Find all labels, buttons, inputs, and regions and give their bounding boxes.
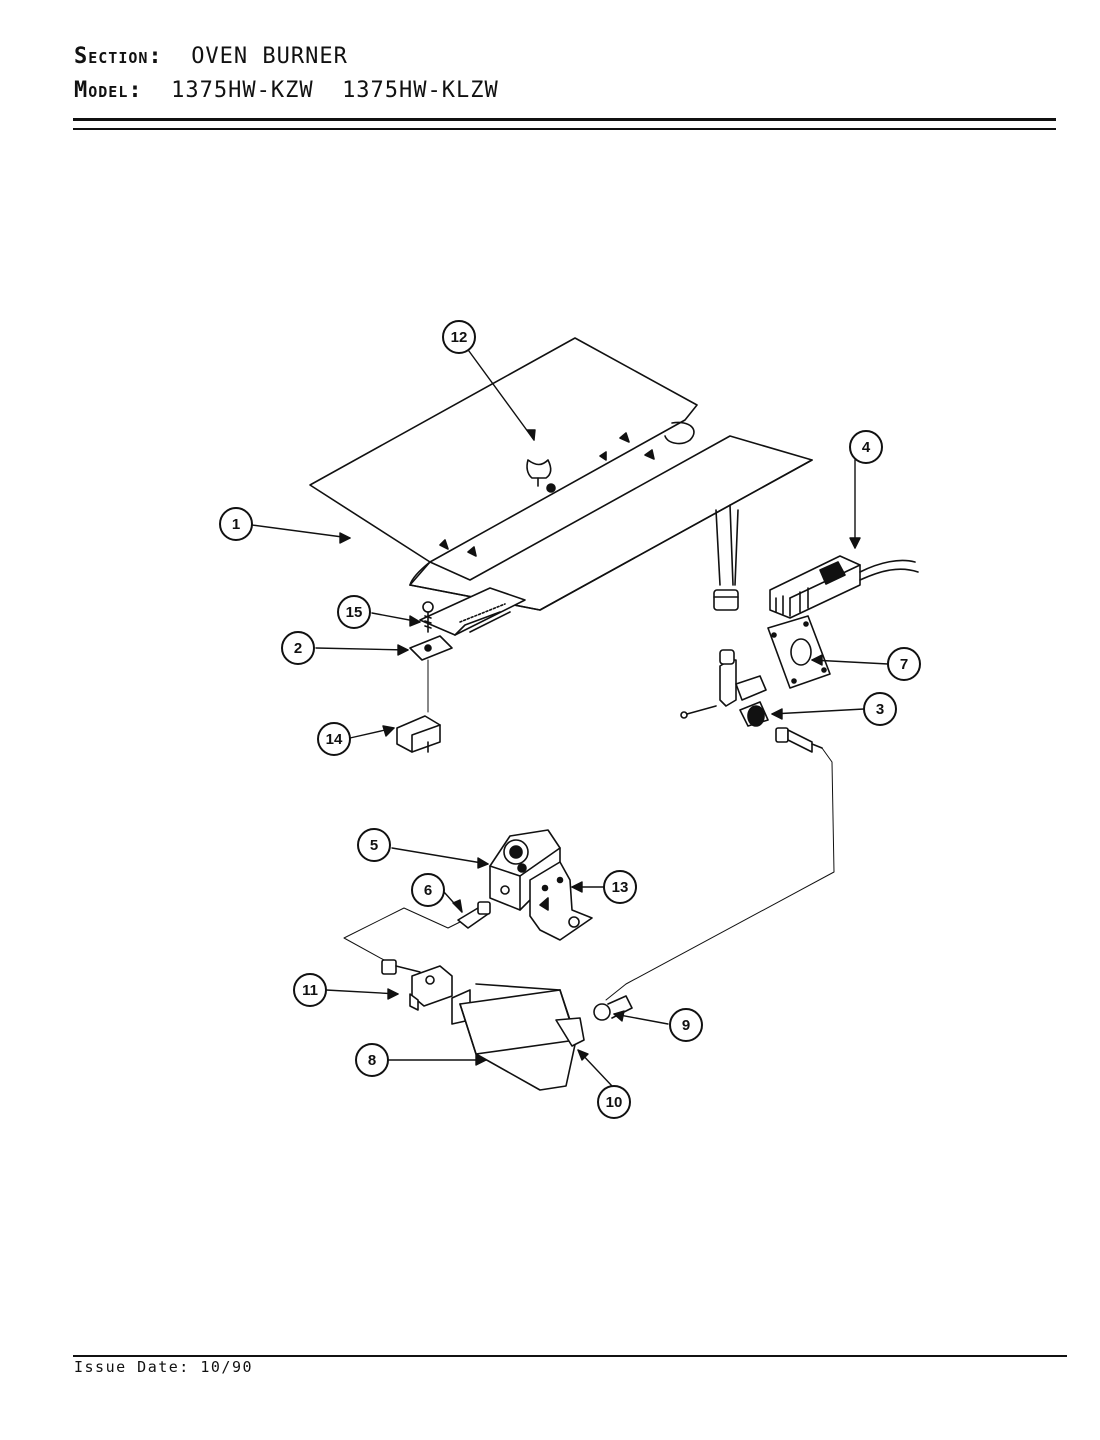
burner-clip-part bbox=[396, 659, 441, 753]
callout-14: 14 bbox=[317, 722, 351, 756]
callout-6-number: 6 bbox=[424, 882, 432, 899]
model-heading: Model: 1375HW-KZW 1375HW-KLZW bbox=[74, 78, 499, 103]
model-value: 1375HW-KZW 1375HW-KLZW bbox=[171, 78, 499, 103]
callout-9-number: 9 bbox=[682, 1017, 690, 1034]
callout-14-number: 14 bbox=[326, 731, 343, 748]
callout-8: 8 bbox=[355, 1043, 389, 1077]
issue-date-value: 10/90 bbox=[200, 1358, 254, 1376]
footer-rule bbox=[73, 1355, 1067, 1357]
callout-11-number: 11 bbox=[302, 982, 318, 999]
callout-1-number: 1 bbox=[232, 516, 240, 533]
burner-baffle-part bbox=[309, 337, 813, 611]
section-label: Section: bbox=[74, 44, 163, 69]
callout-3: 3 bbox=[863, 692, 897, 726]
issue-date: Issue Date: 10/90 bbox=[74, 1358, 253, 1376]
thermostat-body-part bbox=[451, 983, 585, 1091]
callout-2: 2 bbox=[281, 631, 315, 665]
igniter-module-part bbox=[769, 555, 919, 619]
callout-5: 5 bbox=[357, 828, 391, 862]
callout-1: 1 bbox=[219, 507, 253, 541]
callout-10: 10 bbox=[597, 1085, 631, 1119]
mounting-plate-part bbox=[767, 615, 831, 689]
callout-2-number: 2 bbox=[294, 640, 302, 657]
callout-3-number: 3 bbox=[876, 701, 884, 718]
thermostat-fitting-part bbox=[381, 959, 453, 1011]
valve-fitting-part bbox=[457, 901, 491, 929]
model-label: Model: bbox=[74, 78, 143, 103]
callout-13-number: 13 bbox=[612, 879, 629, 896]
screw-part bbox=[422, 601, 434, 633]
callout-9: 9 bbox=[669, 1008, 703, 1042]
upper-fitting-part bbox=[775, 727, 823, 753]
callout-12-number: 12 bbox=[451, 329, 468, 346]
valve-bracket-part bbox=[529, 861, 593, 941]
callout-15-number: 15 bbox=[346, 604, 363, 621]
callout-15: 15 bbox=[337, 595, 371, 629]
pilot-bracket-part bbox=[680, 649, 769, 727]
callout-4: 4 bbox=[849, 430, 883, 464]
callout-10-number: 10 bbox=[606, 1094, 623, 1111]
callout-7: 7 bbox=[887, 647, 921, 681]
callout-12: 12 bbox=[442, 320, 476, 354]
header-rule-bottom bbox=[73, 128, 1056, 130]
burner-bracket-part bbox=[409, 587, 526, 661]
safety-valve-part bbox=[489, 829, 561, 911]
callout-7-number: 7 bbox=[900, 656, 908, 673]
callout-4-number: 4 bbox=[862, 439, 871, 456]
header-rule-top bbox=[73, 118, 1056, 121]
wing-nut-part bbox=[526, 459, 552, 487]
callout-8-number: 8 bbox=[368, 1052, 376, 1069]
section-value: OVEN BURNER bbox=[191, 44, 348, 69]
callout-13: 13 bbox=[603, 870, 637, 904]
callout-11: 11 bbox=[293, 973, 327, 1007]
callout-5-number: 5 bbox=[370, 837, 378, 854]
section-heading: Section: OVEN BURNER bbox=[74, 44, 348, 69]
callout-6: 6 bbox=[411, 873, 445, 907]
issue-date-label: Issue Date: bbox=[74, 1358, 190, 1376]
